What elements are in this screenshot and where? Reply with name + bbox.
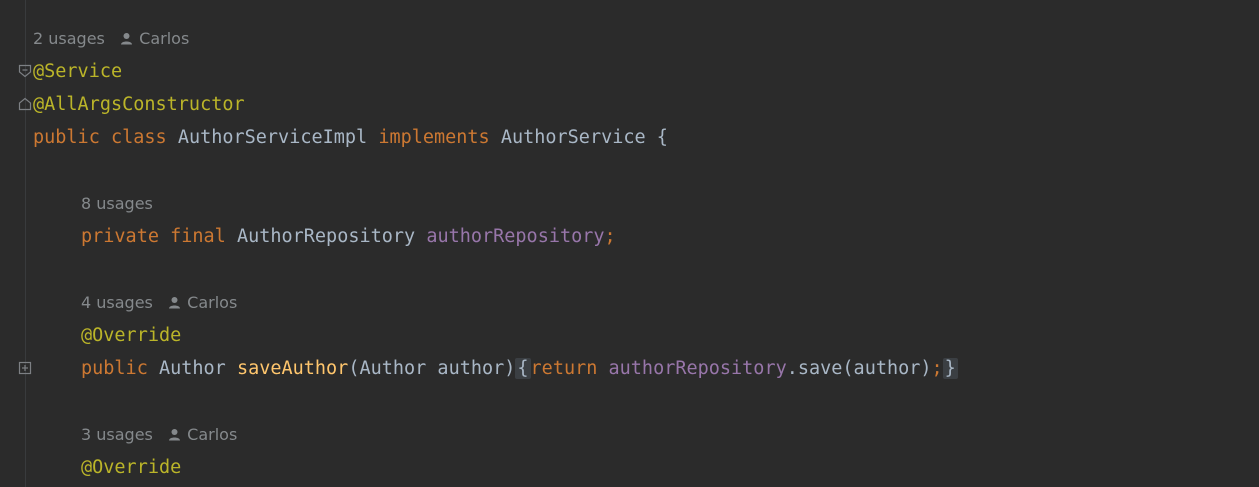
author-name[interactable]: Carlos — [187, 293, 238, 312]
editor-gutter[interactable] — [0, 0, 26, 487]
keyword-return: return — [530, 358, 598, 379]
field-reference: authorRepository — [608, 358, 787, 379]
method-usages-hint[interactable]: 4 usages Carlos — [81, 286, 237, 319]
keyword-public: public — [33, 127, 100, 148]
method-call: .save(author) — [786, 358, 932, 379]
field-name: authorRepository — [426, 226, 605, 247]
method-usages-hint-line: 4 usages Carlos — [0, 286, 237, 319]
code-line: @Service — [0, 55, 122, 88]
keyword-public: public — [81, 358, 148, 379]
return-type: Author — [158, 358, 226, 379]
usages-count[interactable]: 3 usages — [81, 425, 153, 444]
annotation-override: @Override — [81, 457, 182, 478]
code-line: @AllArgsConstructor — [0, 88, 245, 121]
folded-open-brace[interactable]: { — [515, 358, 531, 379]
semicolon: ; — [604, 226, 616, 247]
code-line: public class AuthorServiceImpl implement… — [0, 121, 668, 154]
method-usages-hint[interactable]: 3 usages Carlos — [81, 418, 237, 451]
class-usages-hint-line: 2 usages Carlos — [0, 22, 189, 55]
class-declaration: public class AuthorServiceImpl implement… — [33, 121, 668, 154]
annotation-override: @Override — [81, 325, 182, 346]
class-name: AuthorServiceImpl — [177, 127, 368, 148]
field-usages-hint-line: 8 usages — [0, 187, 153, 220]
code-line: @Override — [0, 319, 181, 352]
field-type: AuthorRepository — [236, 226, 416, 247]
method-params: (Author author) — [348, 358, 516, 379]
annotation-allargsconstructor: @AllArgsConstructor — [33, 94, 245, 115]
code-line: @Override — [0, 451, 181, 484]
keyword-implements: implements — [378, 127, 490, 148]
usages-count[interactable]: 2 usages — [33, 29, 105, 48]
author-name[interactable]: Carlos — [139, 29, 190, 48]
folded-close-brace[interactable]: } — [942, 358, 958, 379]
author-name[interactable]: Carlos — [187, 425, 238, 444]
keyword-private: private — [81, 226, 159, 247]
keyword-final: final — [170, 226, 226, 247]
code-line: private final AuthorRepository authorRep… — [0, 220, 616, 253]
fold-end-icon[interactable] — [18, 97, 32, 111]
method-name: saveAuthor — [236, 358, 349, 379]
method-declaration: public Author saveAuthor(Author author){… — [81, 352, 958, 385]
method-usages-hint-line: 3 usages Carlos — [0, 418, 237, 451]
class-usages-hint[interactable]: 2 usages Carlos — [33, 22, 189, 55]
code-line: public Author saveAuthor(Author author){… — [0, 352, 958, 385]
open-brace: { — [656, 127, 668, 148]
person-icon — [169, 297, 181, 309]
semicolon: ; — [931, 358, 943, 379]
interface-name: AuthorService — [500, 127, 646, 148]
person-icon — [169, 429, 181, 441]
annotation-service: @Service — [33, 61, 123, 82]
keyword-class: class — [110, 127, 167, 148]
fold-expand-icon[interactable] — [18, 361, 32, 375]
fold-collapse-icon[interactable] — [18, 64, 32, 78]
usages-count[interactable]: 4 usages — [81, 293, 153, 312]
field-usages-hint[interactable]: 8 usages — [81, 194, 153, 213]
field-declaration: private final AuthorRepository authorRep… — [81, 220, 616, 253]
person-icon — [121, 33, 133, 45]
